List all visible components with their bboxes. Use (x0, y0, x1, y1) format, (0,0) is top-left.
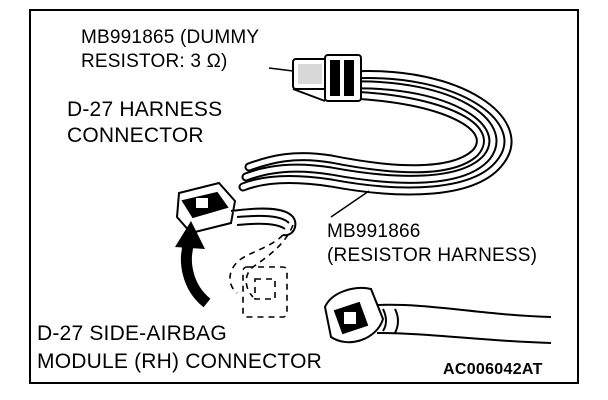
connector-illustration (175, 54, 552, 344)
move-arrow (175, 221, 211, 308)
label-resistor-harness-line1: MB991866 (327, 221, 421, 242)
label-harness-connector-line2: CONNECTOR (67, 124, 204, 147)
airbag-module-connector (323, 287, 552, 344)
original-harness-dashed (229, 224, 294, 318)
label-airbag-connector-line1: D-27 SIDE-AIRBAG (37, 322, 227, 345)
resistor-harness-wires (238, 70, 513, 196)
harness-connector-body (175, 181, 297, 237)
leader-dummy-resistor (268, 67, 294, 72)
figure-frame: MB991865 (DUMMY RESISTOR: 3 Ω) D-27 HARN… (29, 9, 579, 384)
label-airbag-connector-line2: MODULE (RH) CONNECTOR (37, 350, 322, 373)
label-dummy-resistor-line1: MB991865 (DUMMY (81, 27, 260, 48)
label-dummy-resistor-line2: RESISTOR: 3 Ω) (81, 51, 228, 72)
label-resistor-harness-line2: (RESISTOR HARNESS) (327, 245, 538, 266)
leader-resistor-harness (330, 190, 370, 218)
figure-code: AC006042AT (443, 361, 543, 378)
label-harness-connector-line1: D-27 HARNESS (67, 98, 223, 121)
dummy-resistor-connector (292, 54, 362, 102)
